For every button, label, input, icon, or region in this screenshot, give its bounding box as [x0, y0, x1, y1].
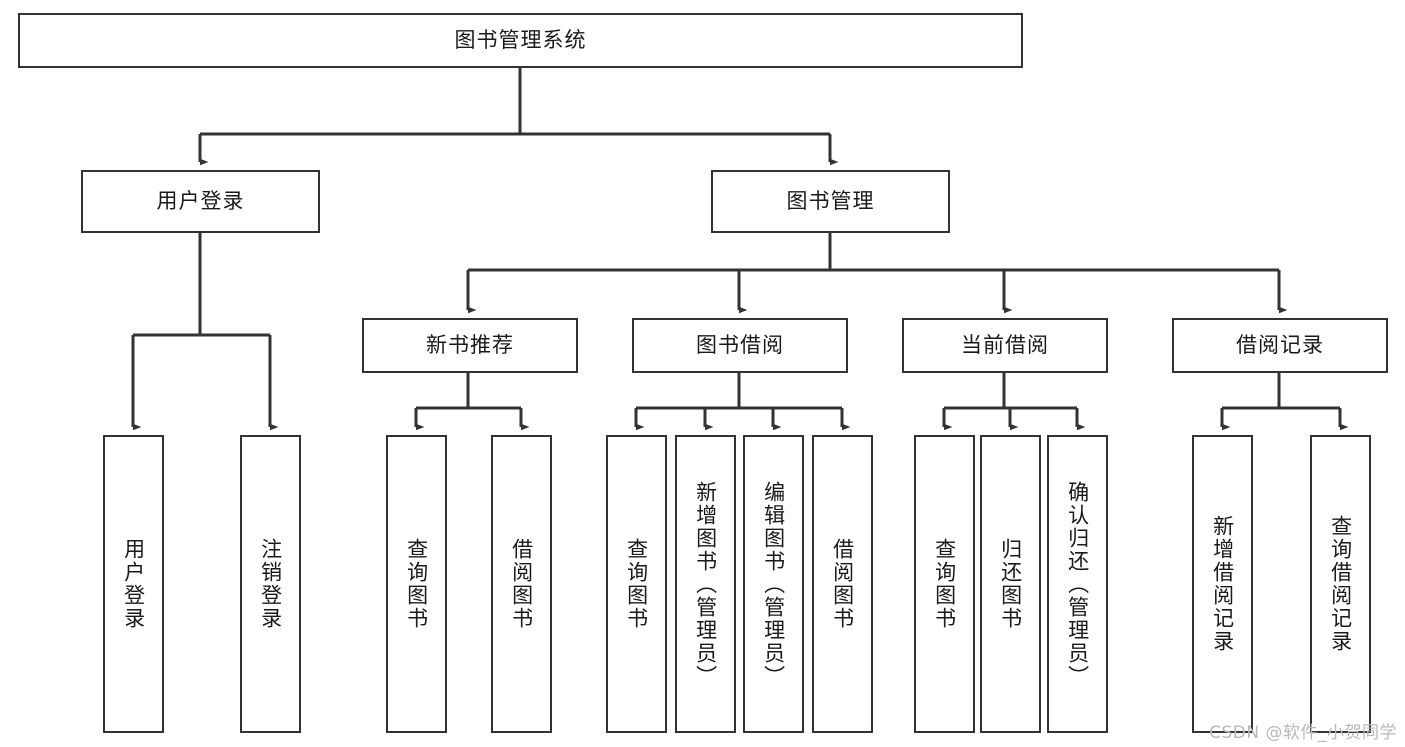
leaf-query-book-2[interactable]: 查询图书: [606, 435, 667, 733]
node-new-book-recommendation-label: 新书推荐: [426, 332, 514, 357]
node-new-book-recommendation[interactable]: 新书推荐: [362, 318, 578, 373]
csdn-watermark: CSDN @软件_小贺同学: [1209, 723, 1397, 743]
leaf-borrow-book-2[interactable]: 借阅图书: [812, 435, 873, 733]
node-book-mgmt[interactable]: 图书管理: [711, 170, 950, 233]
leaf-borrow-book-1-label: 借阅图书: [509, 538, 534, 630]
node-borrow-record[interactable]: 借阅记录: [1172, 318, 1388, 373]
leaf-add-borrow-record-label: 新增借阅记录: [1210, 515, 1235, 653]
leaf-add-book-label: 新增图书（管理员）: [693, 480, 718, 688]
leaf-query-book-1[interactable]: 查询图书: [386, 435, 447, 733]
node-book-borrow-label: 图书借阅: [696, 332, 784, 357]
node-user-login-label: 用户登录: [156, 188, 245, 213]
leaf-user-login-label: 用户登录: [121, 538, 146, 630]
leaf-user-login[interactable]: 用户登录: [103, 435, 164, 733]
node-book-borrow[interactable]: 图书借阅: [632, 318, 848, 373]
leaf-edit-book-label: 编辑图书（管理员）: [761, 480, 786, 688]
node-current-borrow-label: 当前借阅: [961, 332, 1049, 357]
leaf-user-logout[interactable]: 注销登录: [240, 435, 301, 733]
leaf-query-book-3[interactable]: 查询图书: [914, 435, 975, 733]
leaf-edit-book[interactable]: 编辑图书（管理员）: [743, 435, 804, 733]
leaf-return-book[interactable]: 归还图书: [980, 435, 1041, 733]
leaf-query-book-2-label: 查询图书: [624, 538, 649, 630]
node-root-label: 图书管理系统: [454, 27, 587, 52]
leaf-return-book-label: 归还图书: [998, 538, 1023, 630]
leaf-borrow-book-2-label: 借阅图书: [830, 538, 855, 630]
node-root[interactable]: 图书管理系统: [18, 13, 1023, 68]
leaf-user-logout-label: 注销登录: [258, 538, 283, 630]
leaf-query-book-3-label: 查询图书: [932, 538, 957, 630]
node-book-mgmt-label: 图书管理: [786, 188, 875, 213]
leaf-query-book-1-label: 查询图书: [404, 538, 429, 630]
node-borrow-record-label: 借阅记录: [1236, 332, 1324, 357]
leaf-confirm-return[interactable]: 确认归还（管理员）: [1047, 435, 1108, 733]
leaf-add-book[interactable]: 新增图书（管理员）: [675, 435, 736, 733]
leaf-query-borrow-record-label: 查询借阅记录: [1328, 515, 1353, 653]
leaf-confirm-return-label: 确认归还（管理员）: [1065, 480, 1090, 688]
leaf-add-borrow-record[interactable]: 新增借阅记录: [1192, 435, 1253, 733]
leaf-borrow-book-1[interactable]: 借阅图书: [491, 435, 552, 733]
node-user-login[interactable]: 用户登录: [81, 170, 320, 233]
node-current-borrow[interactable]: 当前借阅: [902, 318, 1108, 373]
leaf-query-borrow-record[interactable]: 查询借阅记录: [1310, 435, 1371, 733]
